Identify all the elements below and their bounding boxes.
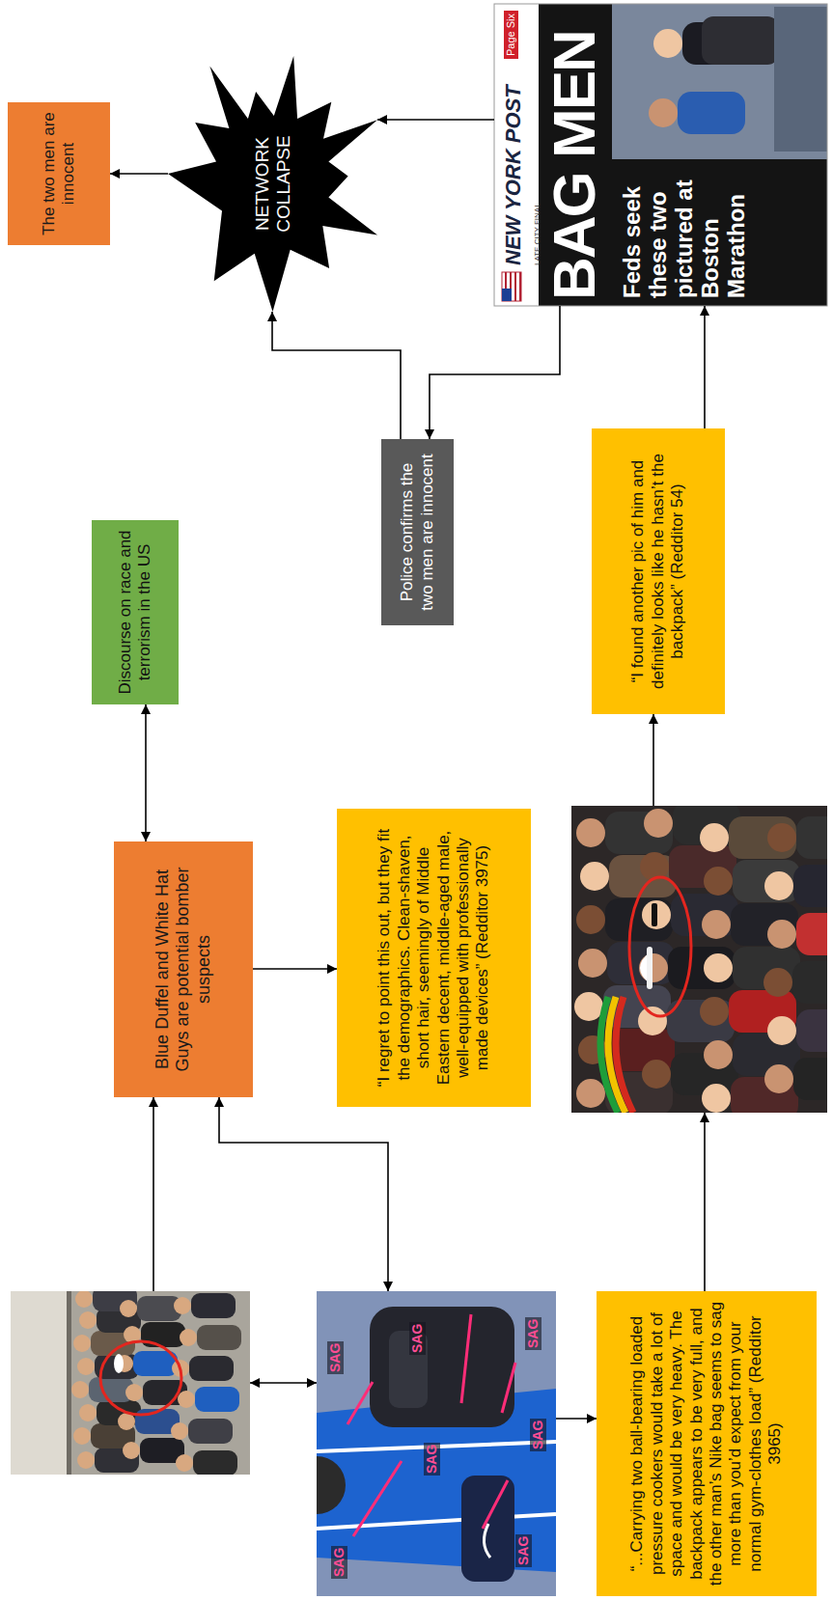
burst-shape: NETWORK COLLAPSE [167,55,378,312]
text-anchor: SAG [422,1443,441,1476]
connector-arrow [652,714,655,806]
result-box: The two men are innocent [7,102,111,246]
quote-box: “I regret to point this out, but they fi… [336,808,531,1108]
connector-arrow [377,118,495,121]
text-anchor: BAG MEN [544,30,605,301]
quote-text: “...Carrying two ball-bearing loaded pre… [627,1301,785,1587]
cover-text: NEW YORK POST [501,84,526,266]
cover-text: Feds seek these two pictured at Boston M… [619,163,750,299]
photo-frame [10,1291,250,1475]
quote-box: “...Carrying two ball-bearing loaded pre… [596,1291,817,1597]
connector-arrow [110,172,168,175]
connector-arrow [249,1382,317,1385]
burst-text: NETWORK COLLAPSE [251,128,295,240]
photo-frame: SAG SAG SAG SAG SAG SAG SAG [316,1291,556,1597]
text-anchor: SAG [514,1534,532,1568]
photo-annotation: SAG [327,1341,344,1375]
text-anchor: LATE CITY FINAL [526,202,544,266]
text-anchor: SAG [408,1322,426,1356]
crowd-photo [10,1286,250,1476]
photo-frame [571,805,828,1113]
suspect-box: Blue Duffel and White Hat Guys are poten… [113,841,253,1098]
cover-text: Page Six [503,10,519,59]
cover-text: BAG MEN [544,30,605,301]
box-text: Blue Duffel and White Hat Guys are poten… [152,851,216,1088]
crowd-closeup-photo [571,802,833,1120]
quote-text: “I found another pic of him and definite… [628,438,688,705]
connector-arrow [555,1417,597,1420]
box-text: Discourse on race and terrorism in the U… [115,529,156,695]
box-text: Police confirms the two men are innocent [397,448,438,616]
photo-annotation: SAG [525,1317,542,1351]
connector-arrow [703,1112,706,1292]
quote-text: “I regret to point this out, but they fi… [374,818,493,1098]
text-anchor: SAG [528,1418,547,1452]
cover-text: LATE CITY FINAL [533,202,543,266]
text-anchor: SAG [326,1341,344,1375]
text-anchor: NEW YORK POST [501,84,526,266]
text-anchor: SAG [330,1546,348,1580]
connector-arrow [144,704,147,842]
box-text: The two men are innocent [39,111,80,236]
photo-annotation: SAG [529,1418,547,1452]
backpack-photo [287,1291,556,1597]
photo-annotation: SAG [423,1443,441,1476]
connector-arrow [219,1097,389,1292]
quote-box: “I found another pic of him and definite… [591,428,725,715]
newspaper-cover-art [494,3,828,306]
connector-arrow [272,311,401,440]
text-anchor: SAG [524,1317,542,1351]
text-anchor: Feds seek these two pictured at Boston M… [619,163,750,299]
photo-annotation: SAG [331,1546,348,1580]
discourse-box: Discourse on race and terrorism in the U… [91,520,179,705]
police-box: Police confirms the two men are innocent [381,439,454,626]
photo-annotation: SAG [409,1322,426,1356]
connector-arrow [703,305,706,429]
connector-arrow [152,1097,155,1292]
connector-arrow [429,305,560,440]
connector-arrow [252,968,337,971]
burst-fill [167,55,378,312]
text-anchor: Page Six [500,10,519,59]
newspaper-cover: NEW YORK POST Page SixLATE CITY FINALBAG … [494,3,828,306]
photo-annotation: SAG [515,1534,532,1568]
